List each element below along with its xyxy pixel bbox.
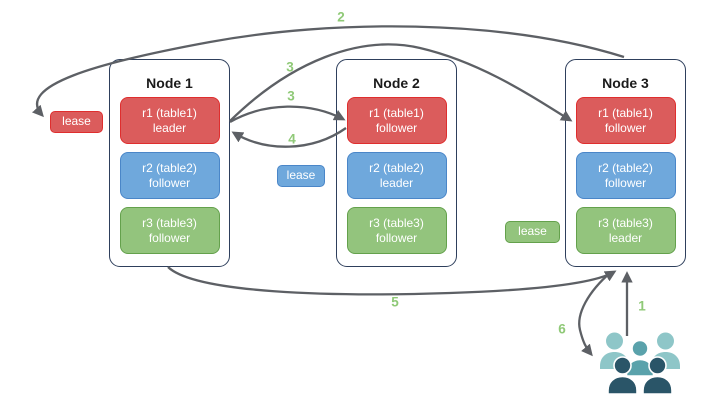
node-1-replica-r3: r3 (table3) follower xyxy=(119,207,220,254)
replica-role: leader xyxy=(379,175,414,190)
replica-name: r3 (table3) xyxy=(369,215,424,230)
arrow-label-2: 2 xyxy=(337,9,345,25)
replica-role: leader xyxy=(152,120,187,135)
node-1-replica-r2: r2 (table2) follower xyxy=(119,152,220,199)
node-2-replica-r3: r3 (table3) follower xyxy=(346,207,447,254)
replica-role: follower xyxy=(604,120,647,135)
arrow-label-5: 5 xyxy=(391,294,399,310)
replica-name: r1 (table1) xyxy=(369,105,424,120)
replica-role: follower xyxy=(604,175,647,190)
user-front-right xyxy=(642,356,673,395)
replica-role: follower xyxy=(375,230,418,245)
users-group-icon xyxy=(600,332,680,395)
arrow-label-6: 6 xyxy=(558,321,566,337)
lease-tag-table2: lease xyxy=(277,165,325,187)
node-2-replica-r2: r2 (table2) leader xyxy=(346,152,447,199)
node-3-replica-r1: r1 (table1) follower xyxy=(575,97,676,144)
lease-tag-table3: lease xyxy=(505,221,560,243)
replica-name: r3 (table3) xyxy=(142,215,197,230)
node-3-title: Node 3 xyxy=(602,75,649,91)
node-1-replica-r1: r1 (table1) leader xyxy=(119,97,220,144)
arrow-label-3a: 3 xyxy=(286,59,294,75)
lease-tag-table1: lease xyxy=(50,111,103,133)
arrow-label-4: 4 xyxy=(288,131,296,147)
replica-role: follower xyxy=(148,230,191,245)
replica-name: r1 (table1) xyxy=(598,105,653,120)
replica-name: r3 (table3) xyxy=(598,215,653,230)
replica-role: follower xyxy=(148,175,191,190)
node-3-replica-r2: r2 (table2) follower xyxy=(575,152,676,199)
node-2-replica-r1: r1 (table1) follower xyxy=(346,97,447,144)
replica-name: r2 (table2) xyxy=(369,160,424,175)
replica-name: r1 (table1) xyxy=(142,105,197,120)
replica-role: follower xyxy=(375,120,418,135)
user-front-left xyxy=(607,356,638,395)
node-3-box: Node 3 r1 (table1) follower r2 (table2) … xyxy=(565,59,686,267)
replica-role: leader xyxy=(608,230,643,245)
arrow-label-1: 1 xyxy=(638,298,646,314)
node-1-title: Node 1 xyxy=(146,75,193,91)
node-2-box: Node 2 r1 (table1) follower r2 (table2) … xyxy=(336,59,457,267)
node-2-title: Node 2 xyxy=(373,75,420,91)
replica-name: r2 (table2) xyxy=(142,160,197,175)
user-middle xyxy=(625,339,655,377)
replica-name: r2 (table2) xyxy=(598,160,653,175)
arrow-step-3b xyxy=(229,105,346,123)
arrow-step-5 xyxy=(167,266,617,296)
arrow-label-3b: 3 xyxy=(287,88,295,104)
node-1-box: Node 1 r1 (table1) leader r2 (table2) fo… xyxy=(109,59,230,267)
node-3-replica-r3: r3 (table3) leader xyxy=(575,207,676,254)
